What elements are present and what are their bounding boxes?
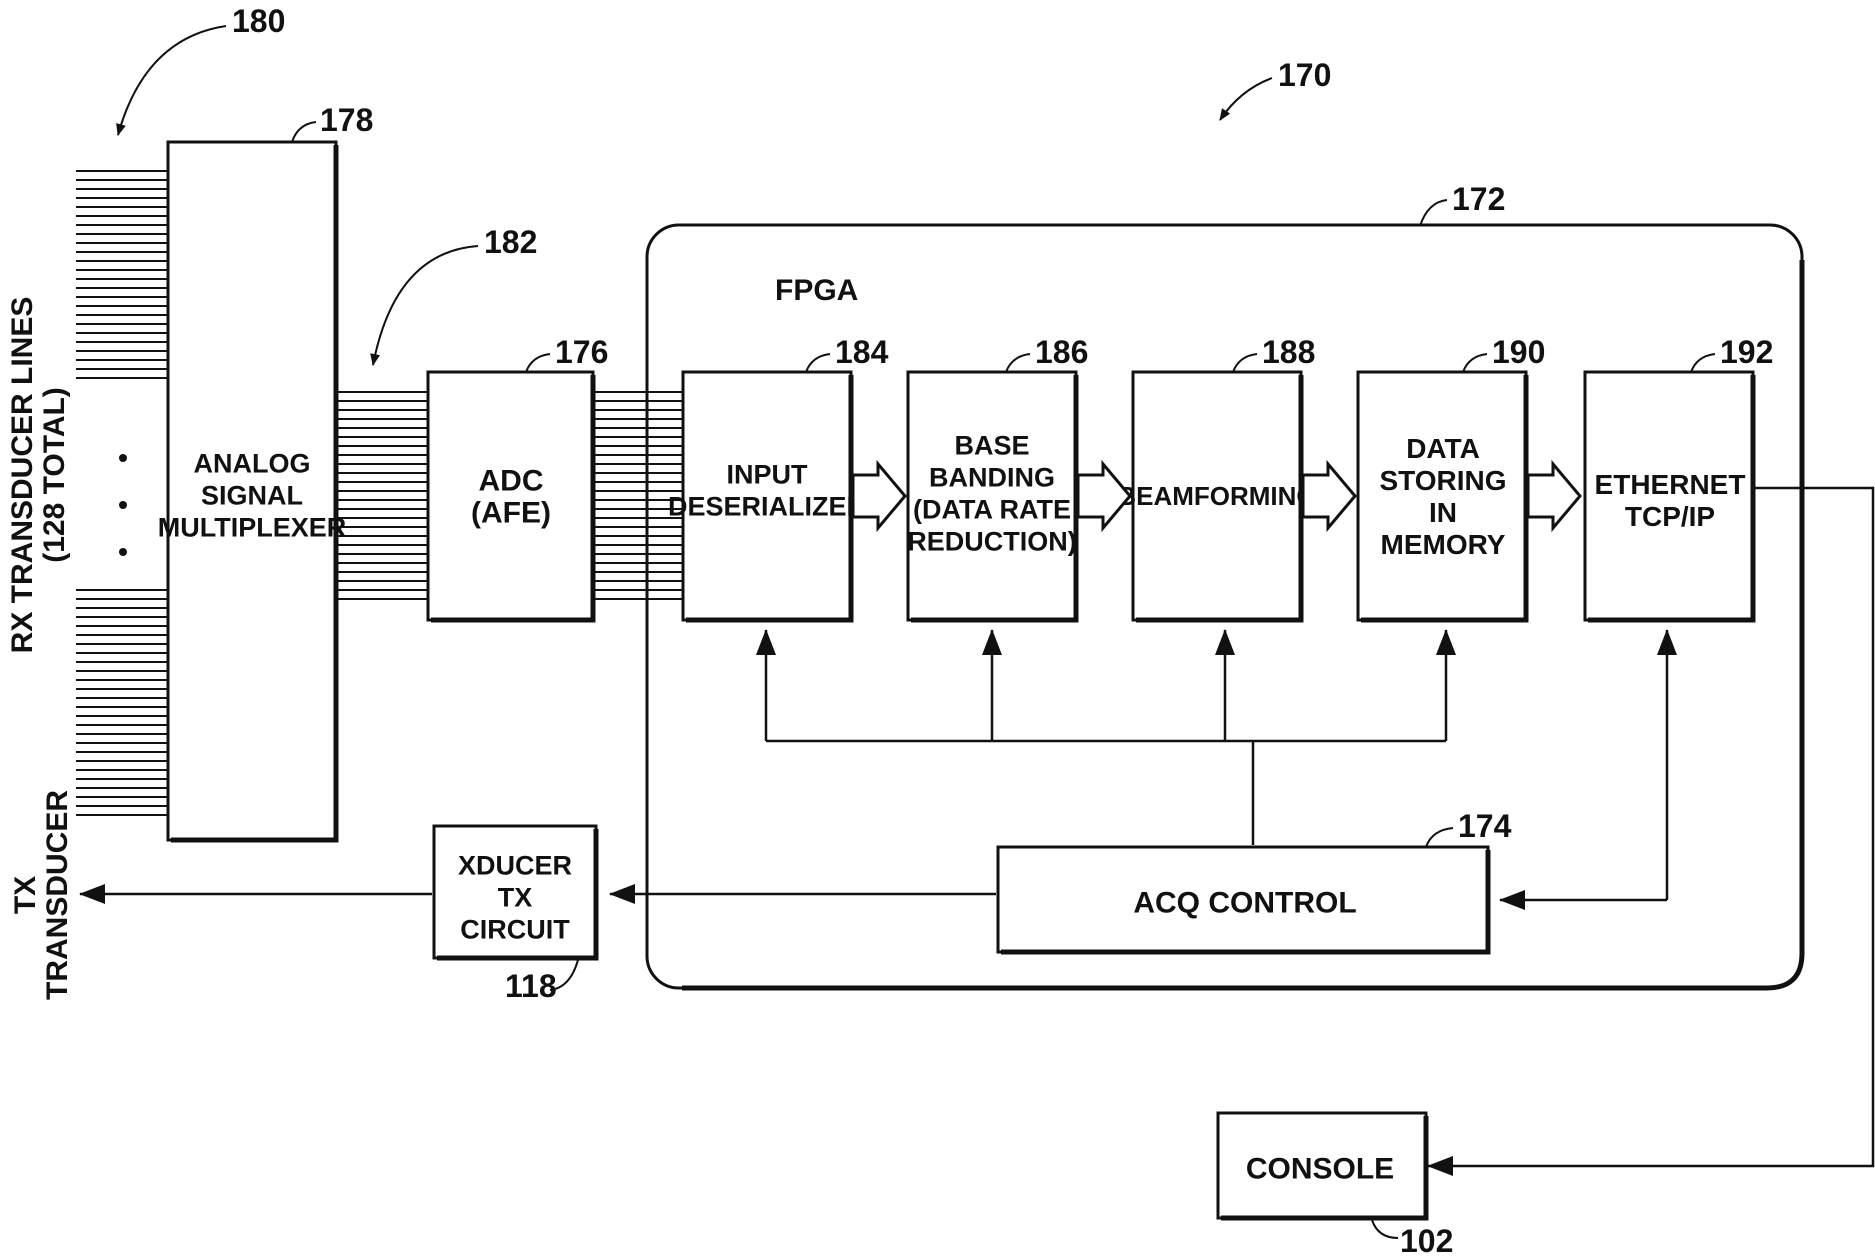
fpga-container-shadow <box>682 260 1805 991</box>
base-banding-label-line-3: (DATA RATE <box>913 494 1071 524</box>
mux-label-line-2: SIGNAL <box>201 480 303 510</box>
beamforming-label-line-1: BEAMFORMING <box>1117 481 1316 511</box>
console-block <box>1216 1111 1428 1220</box>
input-deserializer-label-line-2: DESERIALIZER <box>668 491 866 521</box>
adc-label: ADC(AFE) <box>471 465 551 530</box>
data-storing-label-line-1: DATA <box>1406 433 1480 464</box>
ellipsis-dots <box>119 454 127 556</box>
beamforming-label: BEAMFORMING <box>1117 481 1316 511</box>
ref-180: 180 <box>232 3 285 39</box>
ethernet-label-line-2: TCP/IP <box>1625 501 1715 532</box>
data-flow-arrows <box>851 459 1582 533</box>
ref-192: 192 <box>1720 334 1773 370</box>
mux-to-adc-bus <box>336 391 428 600</box>
ethernet-label-line-1: ETHERNET <box>1595 469 1746 500</box>
input-deserializer-block <box>681 370 853 622</box>
input-deserializer-label-line-1: INPUT <box>727 459 809 489</box>
ref-102: 102 <box>1400 1223 1453 1259</box>
rx-label-line2: (128 TOTAL) <box>38 387 71 563</box>
ref-178: 178 <box>320 102 373 138</box>
ref-176: 176 <box>555 334 608 370</box>
data-storing-block <box>1356 370 1528 622</box>
xducer-tx-circuit-label-line-1: XDUCER <box>458 850 572 880</box>
ref-174: 174 <box>1458 808 1512 844</box>
beamforming-block <box>1131 370 1303 622</box>
analog-signal-multiplexer-block <box>166 140 338 842</box>
data-storing-label-line-4: MEMORY <box>1381 529 1506 560</box>
mux-label-line-1: ANALOG <box>194 448 311 478</box>
acq-control-label-line-1: ACQ CONTROL <box>1133 887 1356 920</box>
ref-172: 172 <box>1452 181 1505 217</box>
data-storing-label-line-2: STORING <box>1379 465 1506 496</box>
ref-190: 190 <box>1492 334 1545 370</box>
control-lines <box>79 486 1875 1176</box>
adc-label-line-2: (AFE) <box>471 497 551 530</box>
base-banding-label-line-2: BANDING <box>929 462 1055 492</box>
ref-170: 170 <box>1278 57 1331 93</box>
rx-label-line1: RX TRANSDUCER LINES <box>6 297 39 654</box>
ref-184: 184 <box>835 334 889 370</box>
ref-186: 186 <box>1035 334 1088 370</box>
rx-transducer-lines <box>76 170 168 816</box>
ref-182: 182 <box>484 224 537 260</box>
xducer-tx-circuit-label-line-3: CIRCUIT <box>460 914 570 944</box>
acq-control-block <box>996 845 1490 954</box>
tx-label-line2: TRANSDUCER <box>41 790 74 1000</box>
adc-block <box>426 370 595 622</box>
data-storing-label-line-3: IN <box>1429 497 1457 528</box>
tx-label-line1: TX <box>9 876 42 914</box>
base-banding-label-line-1: BASE <box>954 430 1029 460</box>
base-banding-label-line-4: REDUCTION) <box>907 526 1077 556</box>
adc-label-line-1: ADC <box>479 465 544 498</box>
mux-label-line-3: MULTIPLEXER <box>158 512 347 542</box>
acq-control-label: ACQ CONTROL <box>1133 887 1356 920</box>
ethernet-block <box>1583 370 1755 622</box>
fpga-label: FPGA <box>775 274 858 307</box>
adc-to-deserializer-bus <box>593 391 683 600</box>
ref-188: 188 <box>1262 334 1315 370</box>
ref-118: 118 <box>505 968 557 1004</box>
console-label: CONSOLE <box>1246 1153 1394 1186</box>
reference-numerals: 180 170 178 172 182 176 184 186 188 190 … <box>116 3 1773 1259</box>
xducer-tx-circuit-label-line-2: TX <box>498 882 533 912</box>
console-label-line-1: CONSOLE <box>1246 1153 1394 1186</box>
